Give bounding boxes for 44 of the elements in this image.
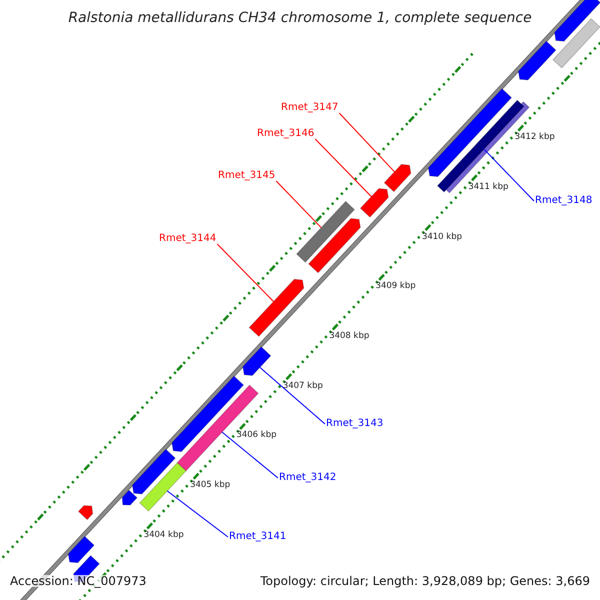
gene-block	[360, 188, 389, 218]
gene-bar	[176, 384, 259, 472]
scale-label: 3411 kbp	[468, 182, 508, 192]
scale-label: 3404 kbp	[144, 530, 184, 540]
leader-line	[216, 244, 274, 302]
leader-line	[314, 138, 372, 198]
leader-line	[484, 148, 534, 202]
accession-text: Accession: NC_007973	[10, 575, 146, 587]
gene-block	[518, 40, 556, 80]
gene-block	[242, 346, 272, 376]
gene-bar	[296, 200, 355, 263]
gene-label: Rmet_3146	[257, 129, 314, 139]
scale-label: 3407 kbp	[282, 382, 323, 390]
gene-label: Rmet_3144	[159, 234, 216, 244]
leader-line	[338, 112, 395, 172]
gene-label: Rmet_3141	[229, 532, 286, 542]
gene-label: Rmet_3148	[535, 196, 592, 206]
gene-block	[308, 218, 361, 274]
gene-bar	[552, 18, 600, 68]
gene-label: Rmet_3147	[281, 103, 338, 113]
leader-line	[166, 490, 228, 538]
scale-label: 3412 kbp	[514, 133, 555, 142]
map-title: Ralstonia metallidurans CH34 chromosome 1, complete sequence	[67, 11, 533, 25]
leader-line	[276, 180, 322, 228]
gene-block	[428, 88, 512, 177]
gene-block	[248, 278, 304, 337]
gene-label: Rmet_3142	[279, 473, 336, 483]
gene-block	[554, 0, 600, 42]
leader-line	[222, 432, 278, 478]
topology-text: Topology: circular; Length: 3,928,089 bp; Genes: 3,669	[260, 575, 590, 587]
gene-label: Rmet_3143	[326, 419, 384, 429]
gene-block	[384, 164, 412, 192]
scale-label: 3410 kbp	[422, 232, 462, 242]
gene-block	[122, 490, 138, 506]
scale-label: 3405 kbp	[190, 481, 230, 490]
gene-bar	[139, 462, 186, 512]
leader-line	[259, 366, 326, 424]
scale-label: 3408 kbp	[329, 332, 370, 340]
scale-label: 3406 kbp	[236, 431, 276, 440]
gene-label: Rmet_3145	[218, 171, 276, 181]
gene-block	[68, 536, 95, 564]
scale-label: 3409 kbp	[376, 282, 416, 291]
gene-block	[132, 448, 176, 494]
gene-block	[78, 505, 94, 520]
